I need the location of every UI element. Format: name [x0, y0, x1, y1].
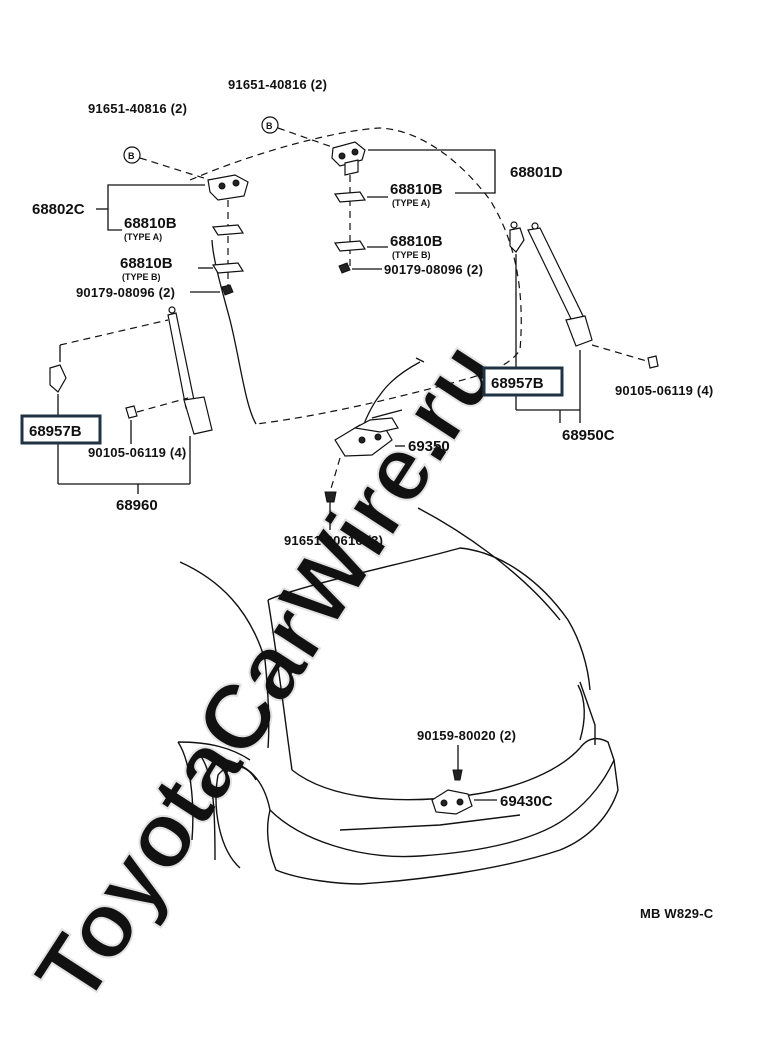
label-shim-right-b: 68810B — [390, 233, 443, 250]
nut-right — [338, 262, 351, 274]
back-door-outline — [189, 127, 522, 425]
highlight-bracket-left: 68957B — [20, 414, 102, 445]
label-stay-left: 68960 — [116, 497, 158, 514]
vehicle-rear-body — [177, 507, 619, 885]
bolt-b-callout-left: B — [123, 146, 211, 181]
hinge-right-part — [331, 141, 366, 270]
bolt-lock — [324, 491, 337, 530]
bolt-left-stay — [125, 405, 138, 419]
label-lock: 69350 — [408, 438, 450, 455]
label-shim-left-b-type: (TYPE B) — [122, 272, 161, 282]
label-bolt-striker: 90159-80020 (2) — [417, 728, 516, 743]
stay-right-part — [527, 222, 593, 347]
label-striker: 69430C — [500, 793, 553, 810]
label-nut-left: 90179-08096 (2) — [76, 285, 175, 300]
stay-left-part — [167, 306, 213, 435]
label-bolt-right-stay: 90105-06119 (4) — [615, 383, 713, 398]
bolt-b-callout-right: B — [261, 116, 336, 149]
shim-right-type-a — [333, 191, 367, 203]
label-hinge-left: 68802C — [32, 201, 85, 218]
striker-part — [431, 789, 473, 815]
label-bolt-left-stay: 90105-06119 (4) — [88, 445, 186, 460]
hinge-left-part — [207, 174, 249, 290]
label-shim-right-b-type: (TYPE B) — [392, 250, 431, 260]
label-hinge-right: 68801D — [510, 164, 563, 181]
svg-text:B: B — [128, 151, 135, 161]
label-stay-right: 68950C — [562, 427, 615, 444]
label-shim-left-b: 68810B — [120, 255, 173, 272]
shim-left-type-b — [211, 262, 245, 274]
bolt-right-stay — [647, 355, 659, 369]
label-shim-left-a-type: (TYPE A) — [124, 232, 162, 242]
shim-right-type-b — [333, 240, 367, 252]
label-shim-right-a-type: (TYPE A) — [392, 198, 430, 208]
label-shim-right-a: 68810B — [390, 181, 443, 198]
label-shim-left-a: 68810B — [124, 215, 177, 232]
bracket-right-part — [509, 221, 525, 253]
nut-left — [221, 284, 234, 296]
svg-text:68957B: 68957B — [29, 423, 82, 440]
lock-part — [334, 357, 425, 457]
label-bolt-lock: 91651-60616 (3) — [284, 533, 383, 548]
shim-left-type-a — [211, 224, 245, 236]
diagram-code: MB W829-C — [640, 906, 714, 921]
bolt-striker — [452, 769, 463, 781]
label-bolt-top-left: 91651-40816 (2) — [88, 101, 187, 116]
label-bolt-top-right: 91651-40816 (2) — [228, 77, 327, 92]
bracket-left-part — [49, 364, 67, 393]
svg-text:68957B: 68957B — [491, 375, 544, 392]
highlight-bracket-right: 68957B — [482, 366, 564, 397]
svg-text:B: B — [266, 121, 273, 131]
label-nut-right: 90179-08096 (2) — [384, 262, 483, 277]
